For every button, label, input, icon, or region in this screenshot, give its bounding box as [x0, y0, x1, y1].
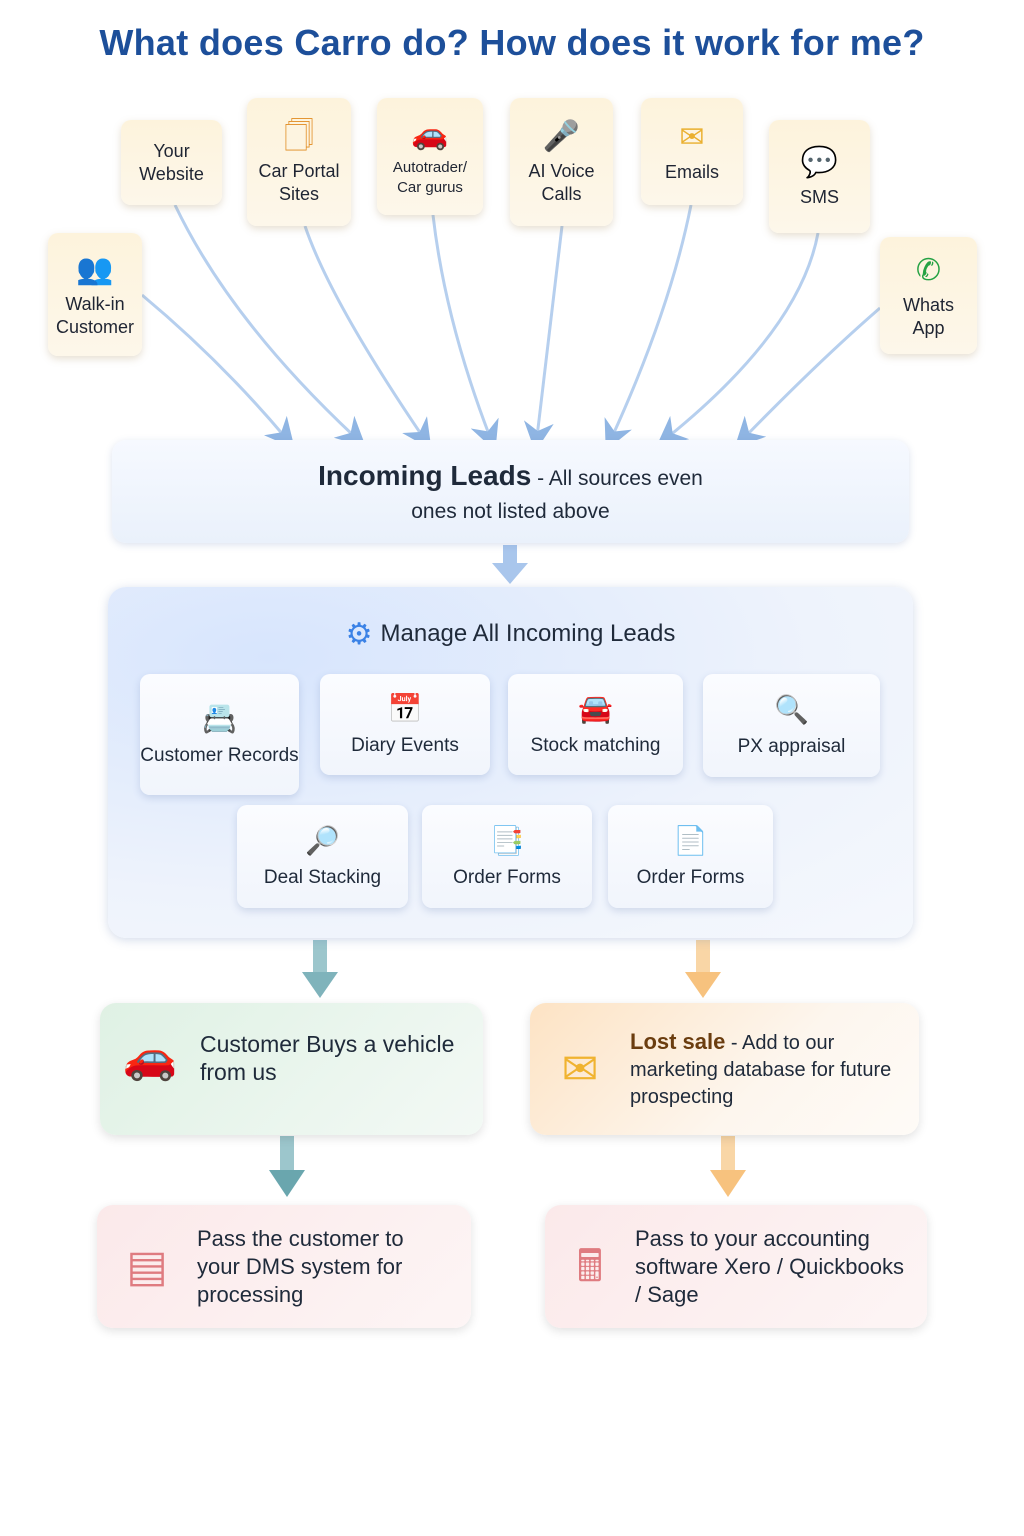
card-order-forms-2: 📄 Order Forms	[608, 805, 773, 908]
source-walk-in-customer: 👥 Walk-in Customer	[48, 233, 142, 356]
source-label: Emails	[664, 162, 719, 182]
magnifier-car-icon: 🔍	[774, 693, 809, 725]
envelope-icon: ✉	[561, 1044, 599, 1094]
source-whatsapp: ✆ Whats App	[880, 237, 977, 354]
accounting-text: Pass to your accounting software Xero / …	[635, 1225, 905, 1307]
source-label: SMS	[799, 187, 839, 207]
calendar-icon: 📅	[387, 692, 423, 724]
outcome-customer-buys: 🚗 Customer Buys a vehicle from us	[100, 1003, 483, 1135]
outcome-buy-text: Customer Buys a vehicle from us	[200, 1031, 455, 1085]
card-px-appraisal: 🔍 PX appraisal	[703, 674, 880, 777]
card-label: Order Forms	[636, 866, 745, 888]
card-customer-records: 📇 Customer Records	[140, 674, 299, 795]
source-ai-voice-calls: 🎤 AI Voice Calls	[510, 98, 613, 226]
incoming-leads-desc: - All sources even	[531, 467, 703, 490]
chat-bubble-icon: 💬	[800, 146, 839, 179]
server-icon: ▤	[126, 1241, 168, 1291]
source-sms: 💬 SMS	[769, 120, 870, 233]
source-label: Your Website	[139, 140, 204, 184]
car-icon: 🚘	[578, 692, 613, 724]
whatsapp-icon: ✆	[915, 253, 942, 287]
microphone-icon: 🎤	[542, 120, 581, 153]
card-deal-stacking: 🔎 Deal Stacking	[237, 805, 408, 908]
card-diary-events: 📅 Diary Events	[320, 674, 490, 775]
incoming-leads-title: Incoming Leads	[318, 460, 532, 491]
incoming-leads-box: Incoming Leads - All sources even ones n…	[112, 440, 909, 543]
source-car-portal-sites: 🗍 Car Portal Sites	[247, 98, 351, 226]
source-label: Autotrader/ Car gurus	[392, 158, 468, 196]
car-icon: 🚗	[411, 117, 449, 151]
lost-sale-title: Lost sale	[630, 1028, 726, 1054]
card-label: Order Forms	[453, 866, 561, 888]
source-label: Whats App	[902, 294, 954, 338]
source-your-website: Your Website	[121, 120, 222, 205]
outcome-dms: ▤ Pass the customer to your DMS system f…	[97, 1205, 471, 1328]
dms-text: Pass the customer to your DMS system for…	[197, 1225, 404, 1307]
manage-title: Manage All Incoming Leads	[380, 620, 676, 647]
card-label: Customer Records	[140, 744, 299, 766]
person-icon: 👥	[76, 252, 114, 286]
source-emails: ✉ Emails	[641, 98, 743, 205]
card-label: Stock matching	[530, 734, 661, 756]
card-stock-matching: 🚘 Stock matching	[508, 674, 683, 775]
source-autotrader-car-gurus: 🚗 Autotrader/ Car gurus	[377, 98, 483, 215]
incoming-leads-desc-line2: ones not listed above	[411, 500, 610, 523]
outcome-lost-sale: ✉ Lost sale - Add to our marketing datab…	[530, 1003, 919, 1135]
source-label: AI Voice Calls	[528, 161, 595, 204]
search-stack-icon: 🔎	[305, 824, 340, 856]
manage-leads-panel: ⚙ Manage All Incoming Leads 📇 Customer Rec…	[108, 587, 913, 938]
source-label: Walk-in Customer	[55, 293, 135, 337]
envelope-icon: ✉	[679, 121, 705, 154]
gear-icon: ⚙	[345, 618, 373, 651]
card-label: Diary Events	[351, 734, 459, 756]
card-label: PX appraisal	[737, 735, 846, 757]
id-card-icon: 📇	[202, 702, 237, 734]
card-order-forms: 📑 Order Forms	[422, 805, 592, 908]
lost-sale-desc: - Add to our marketing database for futu…	[630, 1031, 892, 1108]
portal-icon: 🗍	[284, 120, 314, 153]
source-label: Car Portal Sites	[258, 161, 340, 204]
page-title: What does Carro do? How does it work for…	[99, 22, 925, 63]
outcome-accounting: 🖩 Pass to your accounting software Xero …	[545, 1205, 927, 1328]
calculator-icon: 🖩	[576, 1241, 604, 1291]
forms-icon: 📑	[489, 824, 525, 856]
car-check-icon: 🚗	[122, 1033, 178, 1082]
card-label: Deal Stacking	[263, 866, 382, 888]
document-icon: 📄	[673, 824, 708, 856]
